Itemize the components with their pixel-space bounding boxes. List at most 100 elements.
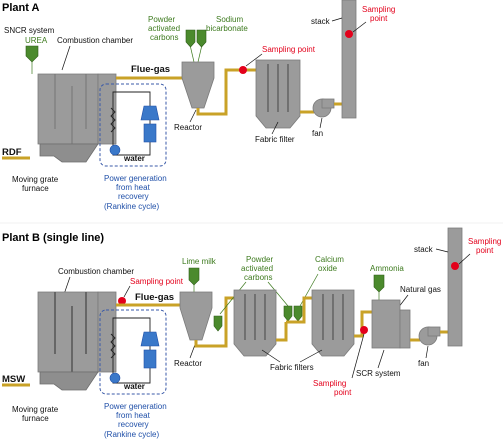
reactor-b [179,291,213,341]
plant-a: Plant A SNCR system UREA Combustion cham… [2,0,395,211]
powder-carbons-a-2: activated [148,24,180,33]
scr-leader [377,349,385,369]
condenser-a [143,123,157,143]
combustion-chamber-label-a: Combustion chamber [57,36,133,45]
sampling-leader-a-2 [352,21,367,33]
condenser-b [143,349,157,369]
moving-grate-label-b-2: furnace [22,414,49,423]
rdf-label: RDF [2,147,22,158]
filter-bags-b-1 [244,294,266,340]
fabric-filters-leader-1 [261,349,281,363]
power-gen-b-2: from heat [116,411,151,420]
powder-leader-b-2 [267,281,289,307]
power-gen-b-4: (Rankine cycle) [104,430,159,439]
stack-label-a: stack [311,17,331,26]
filter-bags-a [267,64,289,112]
ammonia-label: Ammonia [370,264,404,273]
sampling-dot-b-scr [360,326,368,334]
flue-pipe-b-3 [276,322,288,342]
reactor-leader-a [189,109,197,123]
fan-outlet-a [321,98,335,109]
powder-carbons-a-1: Powder [148,15,175,24]
stack-label-b: stack [414,245,434,254]
power-gen-a-3: recovery [118,192,149,201]
sampling-point-a-2-2: point [370,14,388,23]
boiler-pass-b [97,291,117,373]
sampling-dot-a-2 [345,30,353,38]
scr-duct [399,309,411,349]
carbon-hopper-b-2 [283,305,293,322]
bicarbonate-feed-a [197,46,202,63]
flue-pipe-b-4 [286,296,312,324]
sampling-leader-a-1 [245,53,263,67]
bicarbonate-hopper-a [196,29,207,48]
turbine-a [140,105,160,121]
ammonia-hopper [373,274,385,293]
power-gen-a-2: from heat [116,183,151,192]
plant-a-heading: Plant A [2,2,40,14]
flue-gas-label-b: Flue-gas [135,292,174,303]
moving-grate-label-b-1: Moving grate [12,405,59,414]
combustion-chamber-a [37,73,99,145]
scr-reactor [371,299,401,349]
powder-carbons-b-1: Powder [246,255,273,264]
lime-milk-label: Lime milk [182,257,217,266]
flue-gas-label-a: Flue-gas [131,64,170,75]
sodium-bicarbonate-2: bicarbonate [206,24,248,33]
combustion-chamber-label-b: Combustion chamber [58,267,134,276]
fan-leader-b [425,345,429,359]
fabric-filters-label: Fabric filters [270,363,314,372]
sodium-bicarbonate-1: Sodium [216,15,243,24]
reactor-label-b: Reactor [174,359,202,368]
power-gen-a-1: Power generation [104,174,167,183]
powder-carbons-a-3: carbons [150,33,178,42]
plant-b-heading: Plant B (single line) [2,232,104,244]
combustion-chamber-leader-a [61,45,71,71]
sampling-point-a-2-1: Sampling [362,5,395,14]
flue-pipe-b-2 [194,296,234,348]
plant-b: Plant B (single line) Combustion chamber… [2,227,501,439]
flue-pipe-a-2 [196,68,258,116]
urea-hopper [25,45,39,63]
power-gen-a-4: (Rankine cycle) [104,202,159,211]
rankine-coil-b [110,333,116,359]
chamber-baffles-a [54,74,87,144]
powder-leader-b-1 [219,281,247,315]
fan-outlet-b [427,326,441,337]
lime-milk-hopper [188,267,200,286]
sampling-leader-b-1 [123,285,131,298]
sampling-point-b-scr-2: point [334,388,352,397]
pump-b [109,372,121,384]
turbine-b [140,331,160,347]
fabric-filters-leader-2 [299,349,323,363]
natural-gas-label: Natural gas [400,285,441,294]
sncr-system-label: SNCR system [4,26,55,35]
fan-label-a: fan [312,129,323,138]
moving-grate-label-a-2: furnace [22,184,49,193]
reactor-label-a: Reactor [174,123,202,132]
fabric-filter-leader-a [271,121,279,135]
sampling-leader-b-stack [458,253,471,265]
sampling-point-a-1: Sampling point [262,45,316,54]
scr-system-label: SCR system [356,369,401,378]
sampling-dot-b-1 [118,297,126,305]
fan-leader-a [319,117,323,129]
carbon-hopper-b-1 [213,315,223,332]
calcium-oxide-2: oxide [318,264,338,273]
carbon-feed-a [190,46,195,63]
fan-label-b: fan [418,359,429,368]
sampling-point-b-stack-2: point [476,246,494,255]
power-gen-b-3: recovery [118,420,149,429]
stack-b [447,227,463,347]
stack-a [341,0,357,119]
sampling-dot-b-stack [451,262,459,270]
combustion-chamber-b [37,291,99,373]
calcium-oxide-1: Calcium [315,255,344,264]
reactor-a [181,61,215,109]
rankine-loop-b [112,317,151,384]
moving-grate-furnace-b [39,371,99,391]
filter-bags-b-2 [322,294,344,340]
power-gen-box-a [99,83,167,167]
stack-leader-b [435,248,449,253]
sampling-point-b-stack-1: Sampling [468,237,501,246]
